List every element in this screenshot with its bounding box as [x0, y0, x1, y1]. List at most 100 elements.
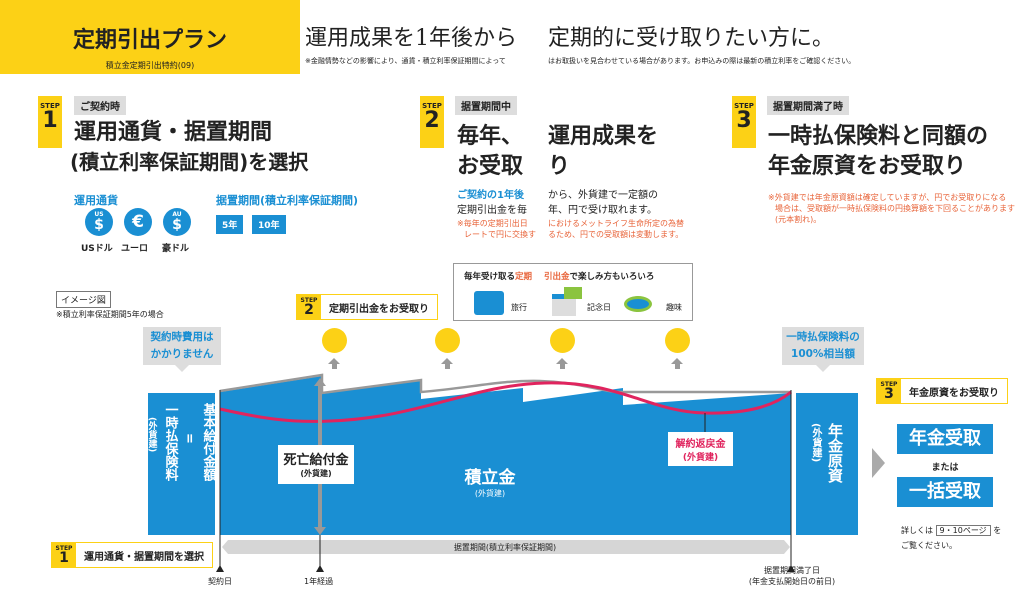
diagram-detail-b: を — [993, 526, 1002, 535]
detail-note: 詳しくは 9・10ページ を ご覧ください。 — [901, 525, 1001, 551]
payout-coin — [665, 328, 690, 353]
step1-title-1: 運用通貨・据置期間 — [74, 120, 273, 145]
period-bar-label: 据置期間(積立利率保証期間) — [453, 543, 557, 552]
bubble-no-fee: 契約時費用はかかりません — [143, 327, 221, 372]
diagram-step1-callout-label: 運用通貨・据置期間を選択 — [84, 551, 204, 563]
step1-title-2: (積立利率保証期間)を選択 — [70, 150, 309, 174]
next-arrow-icon — [872, 448, 885, 478]
plan-title: 定期引出プラン — [72, 28, 227, 53]
step2-body-4: 年、円で受け取れます。 — [548, 205, 657, 216]
step2-tag: 据置期間中 — [455, 96, 517, 115]
diagram-uses-box-items-2-label: 趣味 — [666, 303, 682, 312]
diagram-uses-box-title-c: 引出金 — [544, 272, 570, 282]
diagram-right-box-title: 年金原資 — [826, 423, 844, 483]
aud-icon: AU$ — [163, 208, 191, 236]
diagram-death-benefit-title: 死亡給付金 — [283, 453, 349, 468]
diagram-ticks-end-line2: (年金支払開始日の前日) — [748, 577, 836, 586]
diagram-reserve-title: 積立金 — [464, 468, 516, 488]
step3-tag: 据置期間満了時 — [767, 96, 849, 115]
diagram-uses-box-title-a: 毎年受け取る — [464, 272, 516, 282]
diagram-uses-box-items-1-label: 記念日 — [587, 303, 611, 312]
up-arrow-icon — [671, 358, 683, 364]
steps-1-step-label: STEP — [422, 102, 442, 110]
step3-note-1: ※外貨建では年金原資額は確定していますが、円でお受取りになる — [768, 193, 1007, 202]
or-label: または — [931, 463, 959, 473]
payout-coin — [550, 328, 575, 353]
tick-end: 据置期間満了日 (年金支払開始日の前日) — [742, 565, 842, 587]
diagram-bubble-right-line1: 一時払保険料の — [786, 331, 860, 343]
headline-2: 定期的に受け取りたい方に。 — [548, 26, 835, 51]
diagram-bubble-left-line1: 契約時費用は — [150, 331, 214, 343]
plan-title-block: 定期引出プラン 積立金定期引出特約(09) — [0, 0, 300, 74]
diagram-right-box-sub: (外貨建) — [810, 423, 821, 463]
diagram-left-box-eq: = — [181, 433, 197, 444]
diagram-left-box-col2: 一時払保険料 — [162, 403, 178, 481]
diagram-detail-a: 詳しくは — [901, 526, 933, 535]
death-benefit-label: 死亡給付金 (外貨建) — [278, 445, 354, 484]
step2-note-1: ※毎年の定期引出日 — [457, 219, 528, 228]
option-lump-sum: 一括受取 — [897, 477, 993, 507]
tick-start: 契約日 — [208, 577, 232, 586]
period-heading: 据置期間(積立利率保証期間) — [216, 194, 359, 207]
plan-subtitle: 積立金定期引出特約(09) — [105, 61, 195, 70]
step3-title-1: 一時払保険料と同額の — [768, 124, 989, 149]
step2-note-3: におけるメットライフ生命所定の為替 — [548, 219, 684, 228]
reserve-area — [220, 376, 791, 535]
up-arrow-icon — [328, 358, 340, 364]
step2-note-2: レートで円に交換す — [464, 230, 536, 239]
steps-0-currencies-1-symbol: € — [132, 212, 144, 232]
diagram-left-box-col1: 基本給付金額 — [200, 403, 216, 481]
header-note-2: はお取扱いを見合わせている場合があります。お申込みの際は最新の積立利率をご確認く… — [548, 57, 856, 65]
tick-year1: 1年経過 — [304, 577, 334, 586]
step2-note-4: るため、円での受取額は変動します。 — [548, 230, 684, 239]
diagram-left-box-col3: (外貨建) — [146, 417, 157, 453]
steps-0-currencies-0-symbol: $ — [94, 217, 104, 233]
option-annuity: 年金受取 — [897, 424, 993, 454]
step-label: STEP — [40, 102, 60, 110]
diagram-step2-callout-number: 2 — [304, 302, 314, 318]
payout-coin — [435, 328, 460, 353]
header-note-1: ※金融情勢などの影響により、通貨・積立利率保証期間によって — [305, 57, 506, 65]
image-note: ※積立利率保証期間5年の場合 — [56, 310, 164, 319]
annuity-fund-box: 年金原資 (外貨建) — [796, 393, 858, 535]
step3-title-2: 年金原資をお受取り — [768, 154, 967, 179]
up-arrow-icon — [556, 358, 568, 364]
step2-col1-1: 毎年、 — [457, 124, 524, 149]
step2-col2-1: 運用成果を — [548, 124, 659, 149]
suitcase-icon — [474, 291, 504, 315]
diagram-ticks-end-line1: 据置期間満了日 — [764, 566, 820, 575]
surrender-value-line — [219, 381, 792, 423]
steps-0-currencies-2-top: AU — [172, 211, 182, 218]
diagram-step1-callout-step-label: STEP — [55, 545, 73, 552]
steps-2-number: 3 — [736, 108, 752, 133]
step3-note-2: 場合は、受取額が一時払保険料の円換算額を下回ることがあります — [775, 204, 1015, 213]
diagram-uses-box-title-d: で楽しみ方もいろいろ — [569, 272, 655, 282]
diagram-step3-callout-step-label: STEP — [880, 381, 898, 388]
headline-1: 運用成果を1年後から — [305, 26, 517, 51]
step2-col2-2: り — [548, 154, 571, 179]
period-5y: 5年 — [216, 215, 244, 234]
step2-col1-2: お受取 — [457, 154, 524, 179]
uses-box: 毎年受け取る定期引出金で楽しみ方もいろいろ 旅行 記念日 趣味 — [453, 263, 693, 321]
steps-0-currencies-2-symbol: $ — [172, 217, 182, 233]
step2-body-1: ご契約の1年後 — [457, 190, 524, 201]
currency-label-aud: 豪ドル — [162, 244, 190, 254]
step3-note-3: (元本割れ)。 — [775, 215, 822, 224]
steps-2-step-label: STEP — [734, 102, 754, 110]
page-reference-link[interactable]: 9・10ページ — [935, 525, 991, 536]
diagram-reserve-sub: (外貨建) — [474, 489, 506, 498]
euro-icon: € — [124, 208, 152, 236]
golf-club-icon — [624, 296, 652, 312]
diagram-surrender-title: 解約返戻金 — [675, 439, 726, 450]
diagram-surrender-sub: (外貨建) — [682, 453, 719, 463]
up-arrow-icon — [441, 358, 453, 364]
diagram-death-benefit-sub: (外貨建) — [300, 469, 332, 478]
currency-label-eur: ユーロ — [121, 244, 149, 254]
diagram-step3-callout-label: 年金原資をお受取り — [909, 387, 999, 399]
